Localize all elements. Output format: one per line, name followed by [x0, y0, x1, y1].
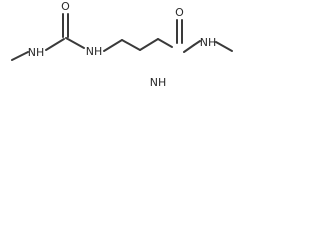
atom-label-nh-right-chain: NH: [150, 76, 167, 89]
atom-label-o-right: O: [175, 6, 184, 19]
bonds: [11, 13, 233, 61]
bond-right-carbonyl-nh: [193, 40, 201, 46]
atom-labels: O NH NH O NH NH: [28, 0, 217, 89]
bond-right-nh-carbonyl: [183, 44, 195, 53]
bond-left-nh-carbonyl: [45, 38, 65, 51]
chemical-structure-diagram: O NH NH O NH NH: [11, 0, 233, 89]
bond-chain-right-nh: [157, 38, 173, 48]
bond-chain-1: [103, 39, 123, 52]
bond-left-carbonyl-chain-nh: [65, 37, 85, 49]
atom-label-nh-left-methyl: NH: [28, 46, 45, 59]
bond-chain-2: [121, 39, 141, 51]
atom-label-nh-right-methyl: NH: [200, 36, 217, 49]
bond-left-methyl-nh: [11, 51, 29, 61]
bond-chain-3: [139, 38, 159, 51]
bond-right-nh-methyl: [215, 41, 233, 52]
atom-label-o-left: O: [61, 0, 70, 13]
atom-label-nh-left-chain: NH: [86, 45, 103, 58]
